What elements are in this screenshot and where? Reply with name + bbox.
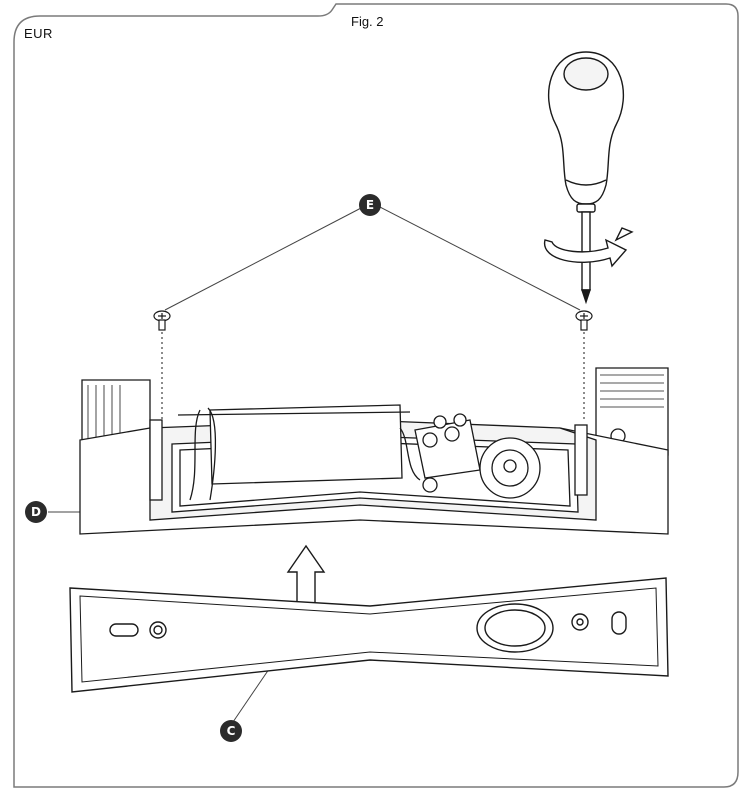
callout-label-screws: E — [359, 194, 381, 216]
frame-border — [13, 3, 739, 788]
device-housing — [79, 367, 669, 535]
callout-label-housing: D — [25, 501, 47, 523]
region-label: EUR — [24, 26, 53, 41]
callout-label-cover: C — [220, 720, 242, 742]
screwdriver-icon — [548, 51, 624, 305]
cover-plate — [69, 577, 669, 693]
figure-title: Fig. 2 — [351, 14, 384, 29]
screw-icon — [153, 310, 593, 331]
rotation-arrow-icon — [544, 227, 634, 268]
